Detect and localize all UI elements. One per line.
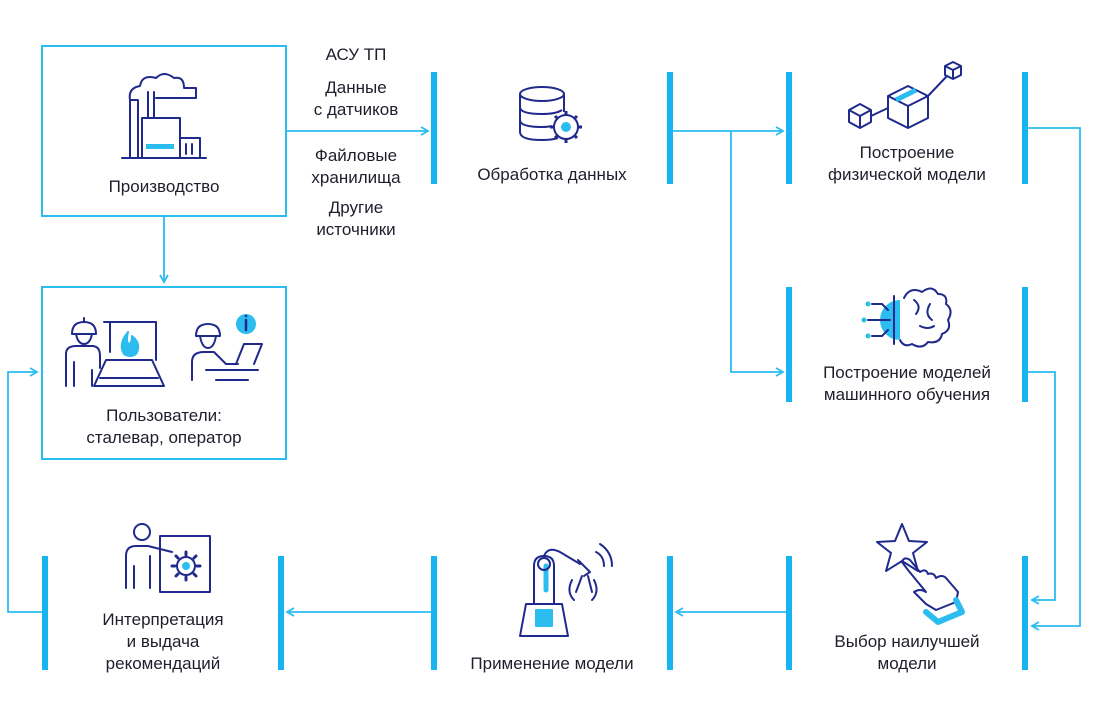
arrow-processing-to-ml	[730, 131, 785, 377]
users-box	[41, 286, 287, 460]
production-label: Производство	[108, 177, 220, 196]
connectors	[7, 126, 1081, 631]
presenter-gear-icon	[125, 523, 211, 593]
arrow-ml-to-best	[1028, 371, 1056, 605]
processing-label: Обработка данных	[477, 165, 627, 184]
users-label: Пользователи: сталевар, оператор	[86, 406, 242, 447]
source-file-storage: Файловые хранилища	[311, 146, 401, 187]
apply-model-label: Применение модели	[470, 654, 634, 673]
robot-arm-icon	[519, 543, 613, 637]
star-hand-icon	[876, 523, 965, 625]
arrow-physical-to-best	[1028, 127, 1081, 631]
best-model-label: Выбор наилучшей модели	[834, 632, 980, 673]
steelworker-operator-icon	[65, 314, 263, 387]
source-sensors: Данные с датчиков	[313, 78, 399, 119]
source-asu-tp: АСУ ТП	[325, 45, 387, 64]
factory-icon	[121, 73, 207, 159]
physical-model-label: Построение физической модели	[828, 143, 986, 184]
cubes-icon	[848, 61, 962, 129]
arrow-interp-to-users	[7, 367, 42, 613]
source-other: Другие источники	[316, 198, 396, 239]
stage-bars	[42, 72, 1028, 670]
interpretation-label: Интерпретация и выдача рекомендаций	[102, 610, 224, 673]
database-gear-icon	[519, 86, 582, 143]
ml-models-label: Построение моделей машинного обучения	[823, 363, 991, 404]
brain-icon	[861, 287, 952, 348]
